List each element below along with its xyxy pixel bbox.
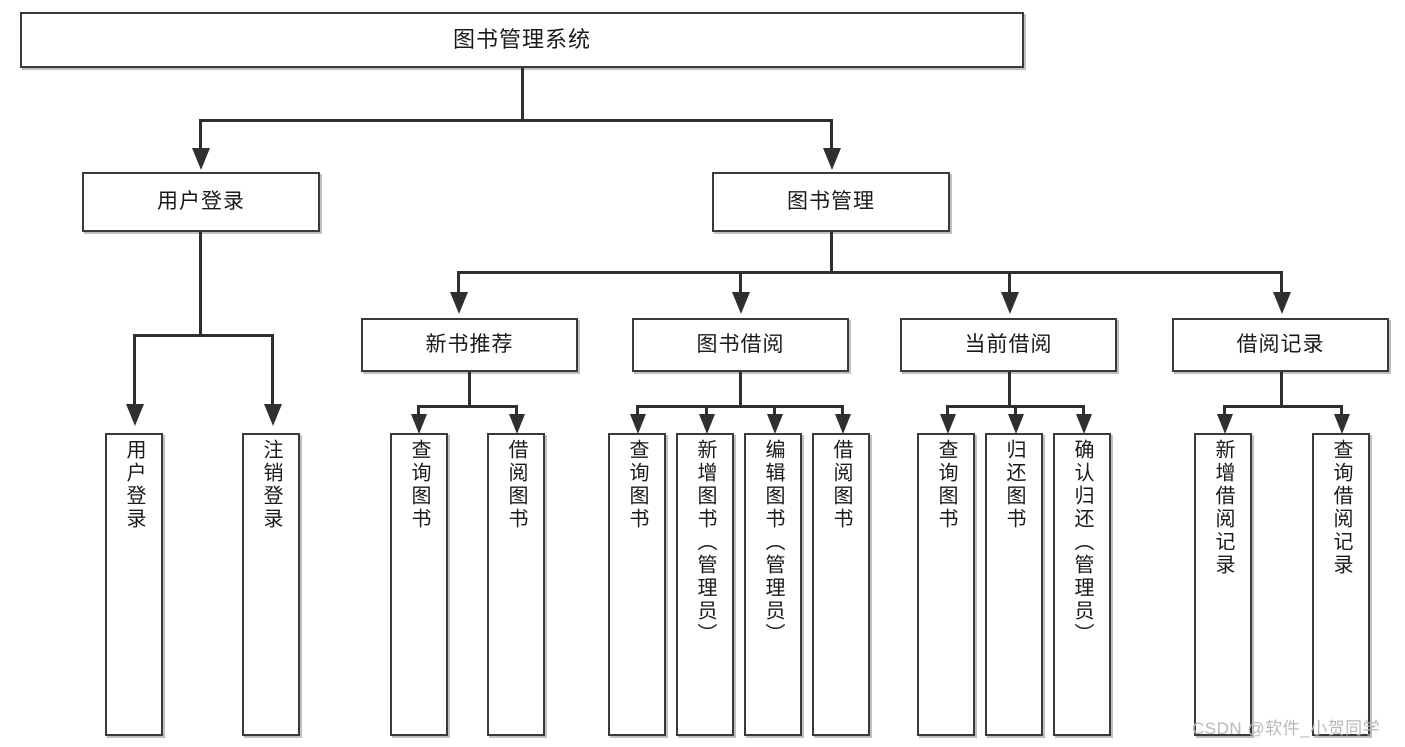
node-borrow-record[interactable]: 借阅记录 xyxy=(1172,318,1389,372)
node-label: 用户登录 xyxy=(123,439,145,531)
connector-root-to-login xyxy=(199,119,202,151)
connector-login-stem xyxy=(199,232,202,336)
node-label: 查询借阅记录 xyxy=(1330,439,1352,577)
node-user-login[interactable]: 用户登录 xyxy=(82,172,320,232)
node-label: 注销登录 xyxy=(260,439,282,531)
node-label: 查询图书 xyxy=(935,439,957,531)
connector-bookmgmt-stem xyxy=(830,232,833,274)
arrowhead-to-current-borrow xyxy=(1001,292,1019,314)
connector-bookmgmt-to-l2a xyxy=(457,271,460,295)
node-label: 查询图书 xyxy=(626,439,648,531)
connector-recommend-bus xyxy=(417,405,518,408)
connector-record-to-leaf2 xyxy=(1340,405,1343,419)
connector-bookmgmt-bus xyxy=(457,271,1283,274)
leaf-borrow-add-book[interactable]: 新增图书（管理员） xyxy=(676,433,734,736)
connector-root-to-bookmgmt xyxy=(830,119,833,151)
connector-borrow-stem xyxy=(739,372,742,408)
node-root-system[interactable]: 图书管理系统 xyxy=(20,12,1024,68)
connector-current-to-leaf1 xyxy=(946,405,949,419)
connector-login-to-leaf2 xyxy=(271,334,274,406)
leaf-borrow-borrow-book[interactable]: 借阅图书 xyxy=(812,433,870,736)
arrowhead-to-user-login-leaf xyxy=(126,404,144,426)
connector-recommend-stem xyxy=(468,372,471,408)
node-label: 图书管理系统 xyxy=(452,27,591,53)
leaf-current-confirm-return[interactable]: 确认归还（管理员） xyxy=(1053,433,1111,736)
leaf-current-return-book[interactable]: 归还图书 xyxy=(985,433,1043,736)
arrowhead-record-leaf2 xyxy=(1334,414,1350,434)
arrowhead-record-leaf1 xyxy=(1217,414,1233,434)
node-current-borrow[interactable]: 当前借阅 xyxy=(900,318,1117,372)
node-label: 图书借阅 xyxy=(696,332,785,356)
connector-current-to-leaf3 xyxy=(1082,405,1085,419)
connector-bookmgmt-to-l2d xyxy=(1280,271,1283,295)
connector-current-stem xyxy=(1008,372,1011,408)
node-label: 新书推荐 xyxy=(425,332,514,356)
connector-borrow-to-leaf2 xyxy=(705,405,708,419)
connector-borrow-to-leaf4 xyxy=(841,405,844,419)
leaf-current-query-book[interactable]: 查询图书 xyxy=(917,433,975,736)
connector-borrow-to-leaf1 xyxy=(636,405,639,419)
node-label: 新增图书（管理员） xyxy=(694,439,716,646)
connector-bookmgmt-to-l2c xyxy=(1008,271,1011,295)
node-label: 当前借阅 xyxy=(964,332,1053,356)
leaf-user-login[interactable]: 用户登录 xyxy=(105,433,163,736)
leaf-recommend-query-book[interactable]: 查询图书 xyxy=(390,433,448,736)
node-new-book-recommend[interactable]: 新书推荐 xyxy=(361,318,578,372)
node-book-management[interactable]: 图书管理 xyxy=(712,172,950,232)
arrowhead-recommend-leaf2 xyxy=(509,414,525,434)
connector-record-stem xyxy=(1280,372,1283,408)
arrowhead-current-leaf3 xyxy=(1076,414,1092,434)
arrowhead-to-borrow-record xyxy=(1273,292,1291,314)
node-book-borrow[interactable]: 图书借阅 xyxy=(632,318,849,372)
arrowhead-to-book-borrow xyxy=(732,292,750,314)
connector-recommend-to-leaf2 xyxy=(515,405,518,419)
leaf-record-add-record[interactable]: 新增借阅记录 xyxy=(1194,433,1252,736)
arrowhead-borrow-leaf1 xyxy=(630,414,646,434)
node-label: 借阅图书 xyxy=(830,439,852,531)
connector-borrow-bus xyxy=(636,405,844,408)
node-label: 用户登录 xyxy=(157,189,245,213)
connector-login-to-leaf1 xyxy=(133,334,136,406)
arrowhead-borrow-leaf2 xyxy=(699,414,715,434)
connector-root-bus xyxy=(199,119,833,122)
connector-root-stem xyxy=(521,68,524,121)
leaf-recommend-borrow-book[interactable]: 借阅图书 xyxy=(487,433,545,736)
node-label: 图书管理 xyxy=(787,189,875,213)
arrowhead-borrow-leaf3 xyxy=(767,414,783,434)
arrowhead-borrow-leaf4 xyxy=(835,414,851,434)
node-label: 归还图书 xyxy=(1003,439,1025,531)
leaf-borrow-edit-book[interactable]: 编辑图书（管理员） xyxy=(744,433,802,736)
connector-record-bus xyxy=(1223,405,1343,408)
connector-record-to-leaf1 xyxy=(1223,405,1226,419)
connector-current-to-leaf2 xyxy=(1014,405,1017,419)
arrowhead-to-logout-leaf xyxy=(264,404,282,426)
leaf-record-query-record[interactable]: 查询借阅记录 xyxy=(1312,433,1370,736)
arrowhead-current-leaf2 xyxy=(1008,414,1024,434)
node-label: 借阅记录 xyxy=(1236,332,1325,356)
arrowhead-recommend-leaf1 xyxy=(411,414,427,434)
arrowhead-to-user-login xyxy=(192,148,210,170)
connector-borrow-to-leaf3 xyxy=(773,405,776,419)
node-label: 编辑图书（管理员） xyxy=(762,439,784,646)
arrowhead-to-book-management xyxy=(823,148,841,170)
leaf-borrow-query-book[interactable]: 查询图书 xyxy=(608,433,666,736)
connector-bookmgmt-to-l2b xyxy=(739,271,742,295)
leaf-logout[interactable]: 注销登录 xyxy=(242,433,300,736)
node-label: 确认归还（管理员） xyxy=(1071,439,1093,646)
arrowhead-to-new-book-recommend xyxy=(450,292,468,314)
node-label: 新增借阅记录 xyxy=(1212,439,1234,577)
arrowhead-current-leaf1 xyxy=(940,414,956,434)
node-label: 查询图书 xyxy=(408,439,430,531)
connector-login-bus xyxy=(133,334,274,337)
connector-recommend-to-leaf1 xyxy=(417,405,420,419)
node-label: 借阅图书 xyxy=(505,439,527,531)
